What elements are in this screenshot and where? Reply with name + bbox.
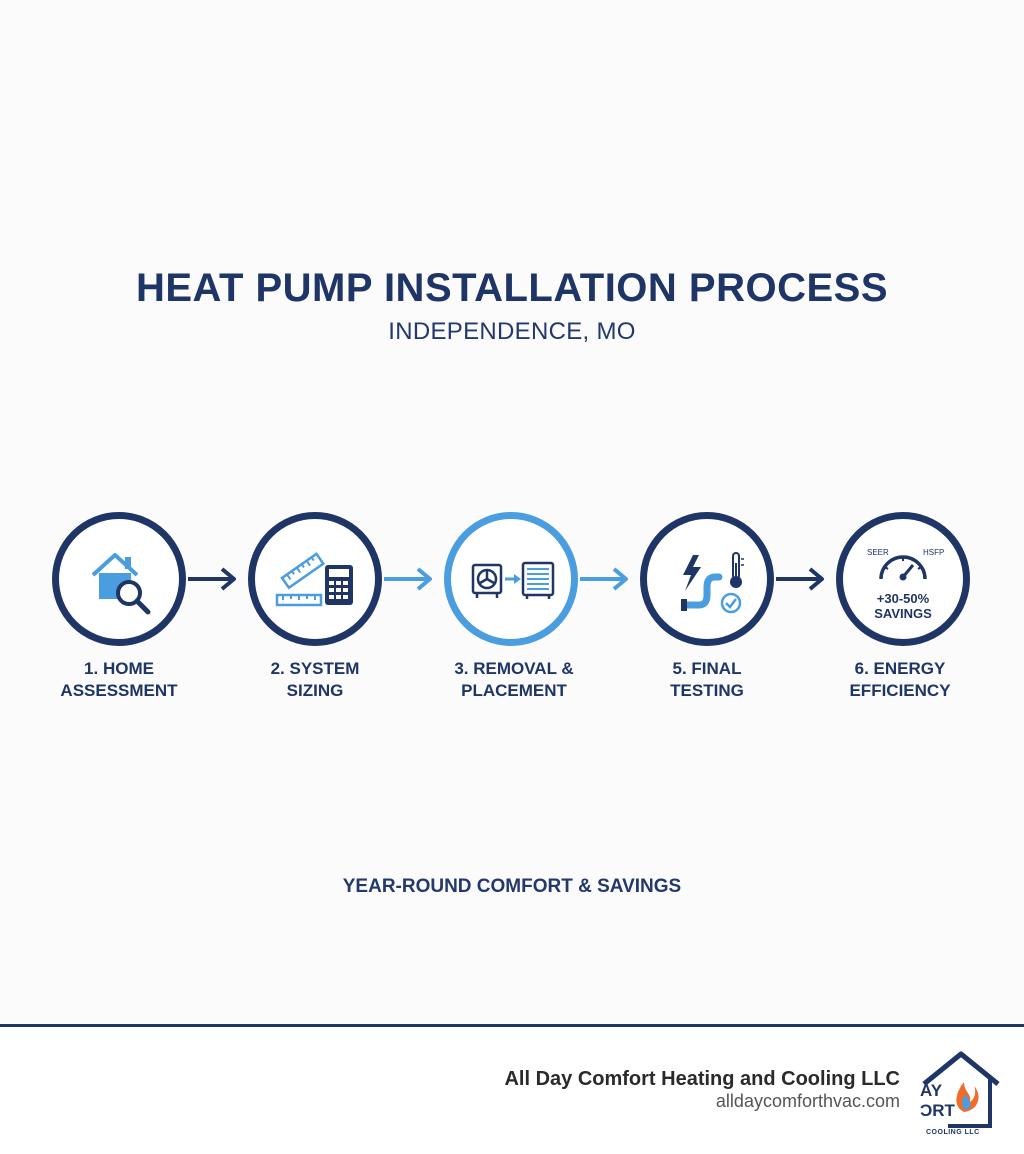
logo-text-line3: COOLING LLC xyxy=(926,1129,980,1136)
unit-swap-icon xyxy=(471,561,555,599)
step-3-circle xyxy=(444,512,578,646)
arrow-right-icon xyxy=(776,567,824,591)
step-label-line2: TESTING xyxy=(670,681,744,700)
tagline: YEAR-ROUND COMFORT & SAVINGS xyxy=(342,876,682,897)
logo-text-line2: ƆRT xyxy=(920,1101,956,1120)
savings-label: SAVINGS xyxy=(874,606,932,621)
diagram-title: HEAT PUMP INSTALLATION PROCESS xyxy=(135,266,889,310)
step-label: 1. HOME ASSESSMENT xyxy=(29,658,209,702)
step-5-circle: SEER HSFP +30-50% SAVINGS xyxy=(836,512,970,646)
step-label-line1: 2. SYSTEM xyxy=(270,659,360,678)
footer-divider xyxy=(0,1024,1024,1027)
step-label: 5. FINAL TESTING xyxy=(617,658,797,702)
savings-value: +30-50% xyxy=(877,591,930,606)
arrow-right-icon xyxy=(384,567,432,591)
gauge-right-label: HSFP xyxy=(923,548,944,557)
step-label: 2. SYSTEM SIZING xyxy=(225,658,405,702)
step-label-line1: 3. REMOVAL & xyxy=(454,659,574,678)
footer xyxy=(0,1027,1024,1154)
step-2-circle xyxy=(248,512,382,646)
electric-pipe-thermometer-icon xyxy=(681,552,744,614)
step-label: 3. REMOVAL & PLACEMENT xyxy=(424,658,604,702)
arrow-right-icon xyxy=(580,567,628,591)
step-label-line1: 1. HOME xyxy=(84,659,154,678)
step-label: 6. ENERGY EFFICIENCY xyxy=(810,658,990,702)
step-label-line1: 5. FINAL xyxy=(672,659,742,678)
house-magnifier-icon xyxy=(91,553,151,615)
gauge-left-label: SEER xyxy=(867,548,889,557)
arrow-right-icon xyxy=(188,567,236,591)
ruler-calculator-icon xyxy=(275,552,353,607)
step-label-line2: ASSESSMENT xyxy=(60,681,178,700)
efficiency-gauge-icon: SEER HSFP +30-50% SAVINGS xyxy=(867,548,944,621)
step-label-line1: 6. ENERGY xyxy=(854,659,946,678)
website-link[interactable]: alldaycomforthvac.com xyxy=(715,1091,900,1111)
diagram-subtitle: INDEPENDENCE, MO xyxy=(388,318,636,345)
step-label-line2: SIZING xyxy=(286,681,344,700)
logo-text-line1: AY xyxy=(920,1081,943,1100)
company-logo: AY ƆRT COOLING LLC xyxy=(920,1051,1000,1136)
step-label-line2: PLACEMENT xyxy=(461,681,567,700)
step-1-circle xyxy=(52,512,186,646)
step-label-line2: EFFICIENCY xyxy=(849,681,951,700)
company-name: All Day Comfort Heating and Cooling LLC xyxy=(504,1068,900,1090)
step-4-circle xyxy=(640,512,774,646)
